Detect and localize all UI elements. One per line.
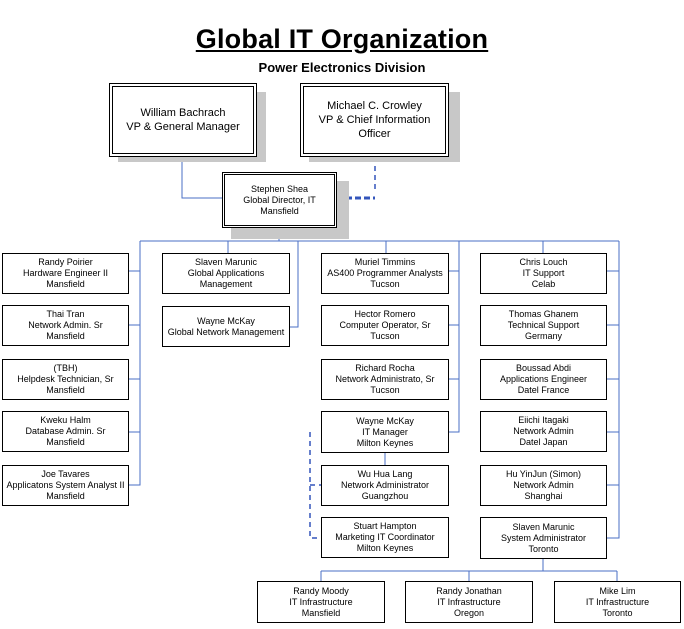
node-romero: Hector Romero Computer Operator, Sr Tucs… bbox=[321, 305, 449, 346]
node-shea: Stephen Shea Global Director, IT Mansfie… bbox=[222, 172, 337, 228]
connector-col2 bbox=[290, 241, 299, 328]
node-itagaki: Eiichi Itagaki Network Admin Datel Japan bbox=[480, 411, 607, 452]
node-tran: Thai Tran Network Admin. Sr Mansfield bbox=[2, 305, 129, 346]
node-marunic-apps: Slaven Marunic Global Applications Manag… bbox=[162, 253, 290, 294]
node-timmins: Muriel Timmins AS400 Programmer Analysts… bbox=[321, 253, 449, 294]
connector-bachrach-shea bbox=[181, 157, 222, 199]
node-marunic-sysadmin: Slaven Marunic System Administrator Toro… bbox=[480, 517, 607, 559]
node-poirier: Randy Poirier Hardware Engineer II Mansf… bbox=[2, 253, 129, 294]
node-mckay-it-manager: Wayne McKay IT Manager Milton Keynes bbox=[321, 411, 449, 453]
node-tavares: Joe Tavares Applicatons System Analyst I… bbox=[2, 465, 129, 506]
node-jonathan: Randy Jonathan IT Infrastructure Oregon bbox=[405, 581, 533, 623]
node-huyinjun: Hu YinJun (Simon) Network Admin Shanghai bbox=[480, 465, 607, 506]
node-bachrach: William Bachrach VP & General Manager bbox=[109, 83, 257, 157]
node-moody: Randy Moody IT Infrastructure Mansfield bbox=[257, 581, 385, 623]
node-ghanem: Thomas Ghanem Technical Support Germany bbox=[480, 305, 607, 346]
node-hampton: Stuart Hampton Marketing IT Coordinator … bbox=[321, 517, 449, 558]
node-mckay-network: Wayne McKay Global Network Management bbox=[162, 306, 290, 347]
page-subtitle: Power Electronics Division bbox=[258, 60, 426, 75]
node-lang: Wu Hua Lang Network Administrator Guangz… bbox=[321, 465, 449, 506]
node-rocha: Richard Rocha Network Administrato, Sr T… bbox=[321, 359, 449, 400]
node-halm: Kweku Halm Database Admin. Sr Mansfield bbox=[2, 411, 129, 452]
connector-col1 bbox=[129, 241, 141, 486]
page-title: Global IT Organization bbox=[195, 24, 489, 54]
node-abdi: Boussad Abdi Applications Engineer Datel… bbox=[480, 359, 607, 400]
node-crowley: Michael C. Crowley VP & Chief Informatio… bbox=[300, 83, 449, 157]
node-lim: Mike Lim IT Infrastructure Toronto bbox=[554, 581, 681, 623]
node-louch: Chris Louch IT Support Celab bbox=[480, 253, 607, 294]
node-tbh: (TBH) Helpdesk Technician, Sr Mansfield bbox=[2, 359, 129, 400]
